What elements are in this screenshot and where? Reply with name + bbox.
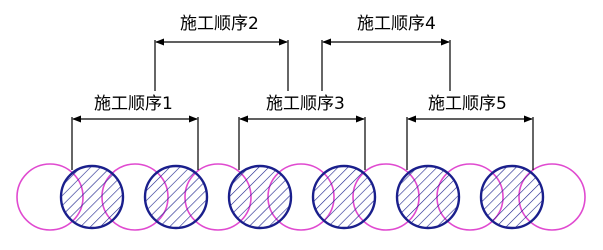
solid-pile [227,164,293,230]
solid-pile [311,164,377,230]
solid-piles [59,164,545,230]
solid-pile [59,164,125,230]
label-seq2: 施工顺序2 [180,14,259,34]
bracket-seq4: 施工顺序4 [321,14,451,91]
solid-pile [395,164,461,230]
bracket-seq2: 施工顺序2 [154,14,289,91]
label-seq3: 施工顺序3 [266,94,345,114]
bracket-seq5: 施工顺序5 [406,94,534,170]
bracket-seq3: 施工顺序3 [238,94,366,170]
label-seq4: 施工顺序4 [357,14,436,34]
solid-pile [479,164,545,230]
label-seq1: 施工顺序1 [94,94,173,114]
solid-pile [143,164,209,230]
label-seq5: 施工顺序5 [428,94,507,114]
bracket-seq1: 施工顺序1 [71,94,199,170]
